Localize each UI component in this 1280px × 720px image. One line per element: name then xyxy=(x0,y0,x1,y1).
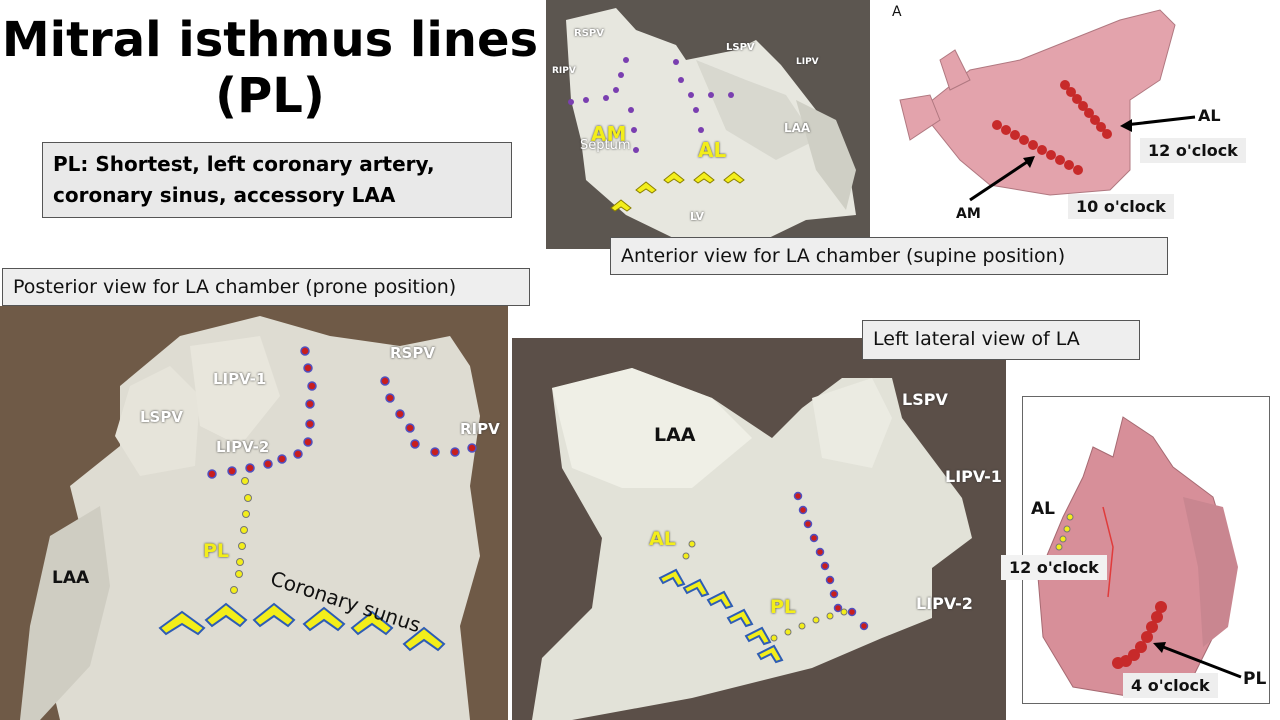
label-laa: LAA xyxy=(784,121,811,135)
title-line-2: (PL) xyxy=(215,68,325,124)
lateral-view-photo: LAA LSPV LIPV-1 AL PL LIPV-2 xyxy=(512,338,1006,720)
lat-label-pl: PL xyxy=(770,596,797,618)
post-label-lspv: LSPV xyxy=(140,408,183,426)
lat-label-lspv: LSPV xyxy=(902,390,948,409)
label-am: AM xyxy=(591,122,627,146)
lateral-model-svg xyxy=(532,368,972,720)
label-al: AL xyxy=(698,138,727,162)
ct-top-al: AL xyxy=(1198,106,1221,125)
post-label-lipv1: LIPV-1 xyxy=(213,370,267,388)
lat-label-lipv2: LIPV-2 xyxy=(916,594,973,613)
label-lipv: LIPV xyxy=(796,57,819,67)
ct-bottom-svg xyxy=(1037,416,1242,698)
ct-top-am: AM xyxy=(956,206,981,222)
caption-lateral: Left lateral view of LA xyxy=(862,320,1140,360)
lat-label-laa: LAA xyxy=(654,424,696,446)
ct-bottom-al: AL xyxy=(1031,499,1055,519)
label-lv: LV xyxy=(690,210,705,223)
label-septum: Septum xyxy=(580,138,631,153)
anterior-view-photo: RSPV LSPV LIPV RIPV AM Septum AL LAA LV xyxy=(546,0,870,249)
ct-top-clock-10: 10 o'clock xyxy=(1068,194,1174,219)
ct-bottom-pl: PL xyxy=(1243,669,1267,689)
label-rspv: RSPV xyxy=(574,28,604,39)
ct-top-clock-12: 12 o'clock xyxy=(1140,138,1246,163)
lat-label-al: AL xyxy=(649,528,676,550)
panel-letter: A xyxy=(892,4,902,20)
ct-top-image: A AL AM 12 o'clock 10 o'clock xyxy=(880,0,1280,232)
post-label-pl: PL xyxy=(203,540,230,562)
summary-box: PL: Shortest, left coronary artery, coro… xyxy=(42,142,512,218)
ct-bottom-clock-12: 12 o'clock xyxy=(1001,555,1107,580)
posterior-view-photo: LIPV-1 RSPV LSPV RIPV LIPV-2 PL LAA Coro… xyxy=(0,306,508,720)
ct-bottom-clock-4: 4 o'clock xyxy=(1123,673,1218,698)
summary-line-2: coronary sinus, accessory LAA xyxy=(53,183,396,207)
lat-label-lipv1: LIPV-1 xyxy=(945,467,1002,486)
summary-line-1: PL: Shortest, left coronary artery, xyxy=(53,152,435,176)
post-label-lipv2: LIPV-2 xyxy=(216,438,270,456)
caption-anterior: Anterior view for LA chamber (supine pos… xyxy=(610,237,1168,275)
post-label-ripv: RIPV xyxy=(460,420,500,438)
post-label-rspv: RSPV xyxy=(390,344,435,362)
ct-top-svg xyxy=(899,9,1196,202)
anterior-model-svg xyxy=(566,8,856,249)
caption-posterior: Posterior view for LA chamber (prone pos… xyxy=(2,268,530,306)
label-lspv: LSPV xyxy=(726,42,755,53)
post-label-laa: LAA xyxy=(52,568,90,588)
title-line-1: Mitral isthmus lines xyxy=(1,12,539,68)
slide-title: Mitral isthmus lines (PL) xyxy=(0,12,540,124)
label-ripv: RIPV xyxy=(552,66,576,76)
ct-bottom-image: AL PL 12 o'clock 4 o'clock xyxy=(1001,396,1270,704)
posterior-model-svg xyxy=(20,316,480,720)
